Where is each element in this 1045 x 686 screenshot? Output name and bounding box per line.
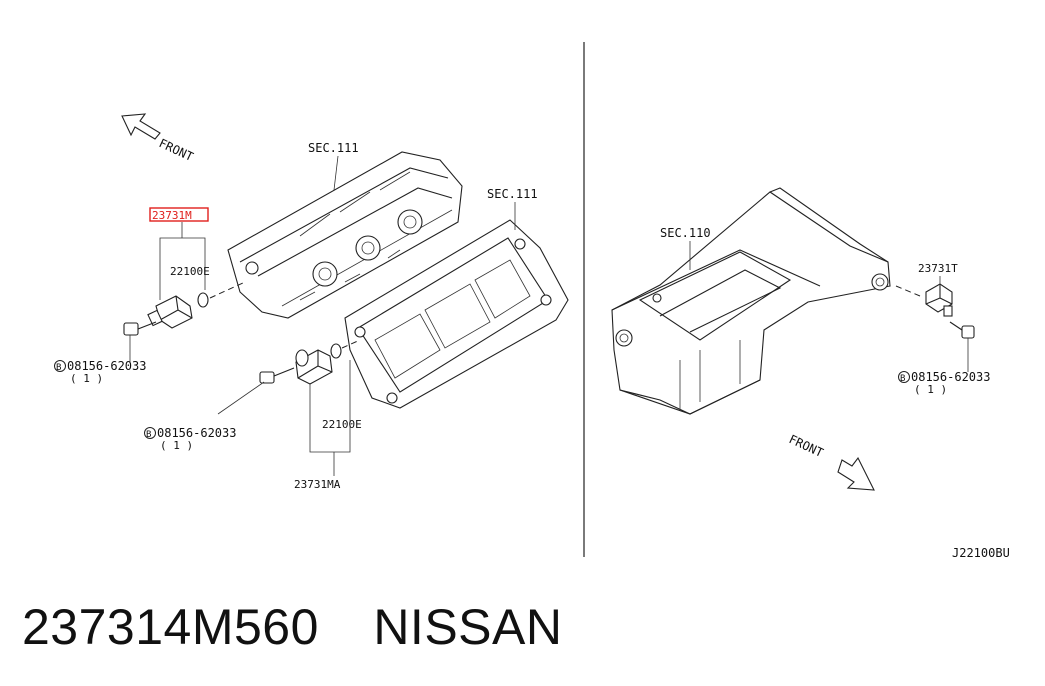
figure-code: J22100BU bbox=[952, 546, 1010, 560]
cylinder-head-b bbox=[344, 219, 569, 409]
o-ring-22100e-right bbox=[330, 343, 342, 359]
bolt-icon-1 bbox=[123, 321, 157, 336]
part-label-22100e-left[interactable]: 22100E bbox=[170, 265, 210, 278]
caption-brand: NISSAN bbox=[373, 599, 563, 655]
front-label-right: FRONT bbox=[787, 432, 826, 460]
crankshaft-sensor-23731t bbox=[925, 283, 953, 317]
front-arrow-right-icon bbox=[837, 456, 875, 491]
caption-part-number: 237314M560 bbox=[22, 599, 319, 655]
install-line-right bbox=[341, 339, 361, 349]
bolt-marker-icon-3 bbox=[898, 371, 910, 383]
part-label-23731t[interactable]: 23731T bbox=[918, 262, 958, 275]
part-label-bolt-3[interactable]: 08156-62033 bbox=[911, 370, 990, 384]
sec-label-oilpan: SEC.110 bbox=[660, 226, 711, 240]
part-label-bolt-1[interactable]: 08156-62033 bbox=[67, 359, 146, 373]
bolt-marker-3: B bbox=[900, 374, 905, 384]
qty-label-bolt-1: ( 1 ) bbox=[70, 372, 103, 385]
sec-label-head-a: SEC.111 bbox=[308, 141, 359, 155]
bolt-marker-1: B bbox=[56, 363, 61, 373]
bolt-marker-2: B bbox=[146, 430, 151, 440]
install-line-23731t bbox=[895, 285, 921, 297]
install-line-left bbox=[209, 281, 246, 299]
bolt-marker-icon-2 bbox=[144, 427, 156, 439]
part-label-bolt-2[interactable]: 08156-62033 bbox=[157, 426, 236, 440]
front-label-left: FRONT bbox=[157, 136, 196, 164]
qty-label-bolt-3: ( 1 ) bbox=[914, 383, 947, 396]
bolt-icon-2 bbox=[259, 367, 295, 384]
front-arrow-left-icon bbox=[121, 113, 161, 140]
caption: 237314M560 NISSAN bbox=[22, 598, 563, 656]
sec-leader-head-a bbox=[333, 155, 339, 191]
bolt-icon-3 bbox=[949, 321, 975, 339]
leader-23731ma bbox=[309, 360, 351, 476]
bolt-marker-icon-1 bbox=[54, 360, 66, 372]
highlight-box bbox=[149, 207, 209, 222]
sec-label-head-b: SEC.111 bbox=[487, 187, 538, 201]
cylinder-head-a bbox=[227, 151, 463, 319]
leader-bolt-2 bbox=[217, 381, 265, 415]
camshaft-sensor-23731m bbox=[147, 295, 193, 329]
o-ring-22100e-left bbox=[197, 292, 209, 308]
leader-23731m bbox=[159, 222, 206, 300]
part-label-23731m[interactable]: 23731M bbox=[152, 209, 192, 222]
part-label-22100e-right[interactable]: 22100E bbox=[322, 418, 362, 431]
part-label-23731ma[interactable]: 23731MA bbox=[294, 478, 341, 491]
oil-pan-assembly bbox=[611, 187, 891, 415]
qty-label-bolt-2: ( 1 ) bbox=[160, 439, 193, 452]
camshaft-sensor-23731ma bbox=[295, 349, 333, 385]
